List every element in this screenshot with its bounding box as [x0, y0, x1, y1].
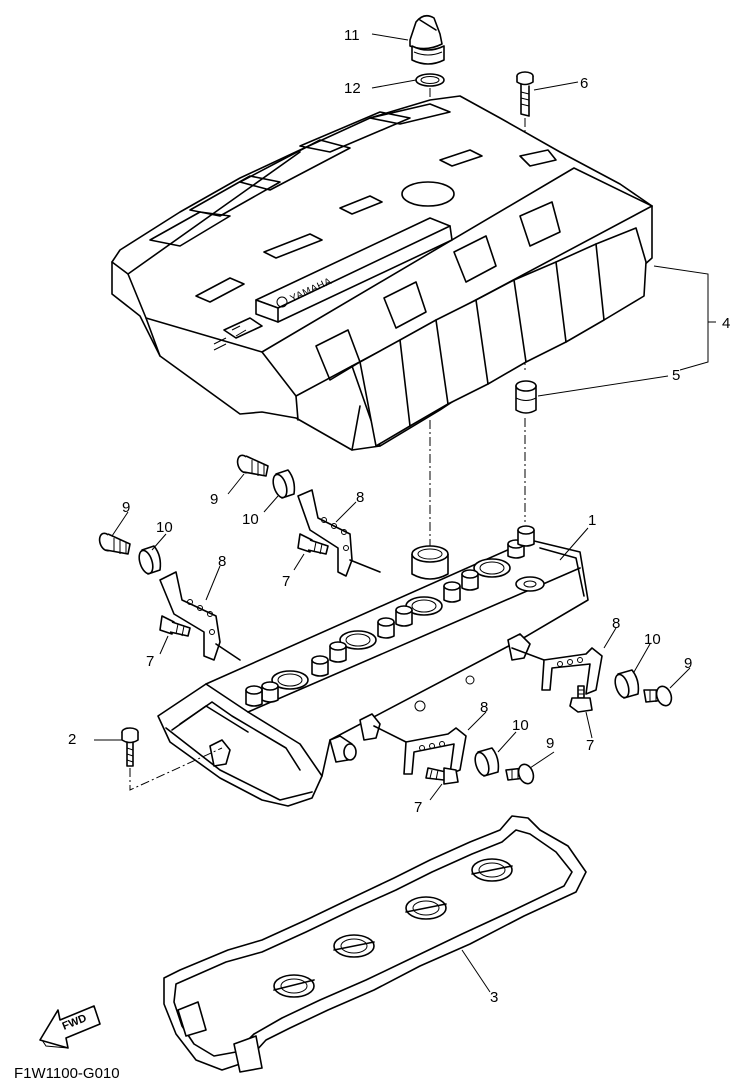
cable-bracket[interactable]: [511, 647, 603, 695]
callout-1: 1: [588, 512, 596, 529]
cover-grommet[interactable]: [515, 380, 537, 414]
callout-9: 9: [546, 735, 554, 752]
cable-bracket[interactable]: [297, 489, 381, 577]
leader-lines: [94, 33, 716, 993]
callout-8: 8: [356, 489, 364, 506]
callout-9: 9: [684, 655, 692, 672]
bolt[interactable]: [643, 684, 674, 708]
bolt[interactable]: [97, 531, 131, 555]
cable-bracket[interactable]: [373, 725, 467, 775]
callout-7: 7: [282, 573, 290, 590]
bolt[interactable]: [505, 762, 536, 786]
bolt[interactable]: [235, 453, 269, 477]
callout-4: 4: [722, 315, 730, 332]
callout-7: 7: [586, 737, 594, 754]
collar[interactable]: [473, 747, 500, 777]
cable-bracket[interactable]: [159, 571, 241, 661]
diagram-code: F1W1100-G010: [14, 1065, 120, 1082]
collar[interactable]: [137, 545, 162, 575]
callout-10: 10: [242, 511, 259, 528]
cover-gasket[interactable]: [163, 815, 587, 1073]
o-ring[interactable]: [415, 73, 445, 87]
callout-7: 7: [146, 653, 154, 670]
callout-8: 8: [480, 699, 488, 716]
collar[interactable]: [271, 469, 296, 499]
cover-bolt[interactable]: [516, 71, 534, 117]
bolt[interactable]: [297, 533, 329, 555]
bolt[interactable]: [159, 615, 191, 637]
callout-7: 7: [414, 799, 422, 816]
bolt[interactable]: [121, 727, 139, 767]
callout-8: 8: [612, 615, 620, 632]
callout-10: 10: [512, 717, 529, 734]
callout-9: 9: [122, 499, 130, 516]
engine-cover[interactable]: YAMAHA: [111, 95, 653, 451]
bolt[interactable]: [569, 685, 593, 713]
callout-10: 10: [644, 631, 661, 648]
bolt[interactable]: [425, 767, 459, 785]
callout-8: 8: [218, 553, 226, 570]
callout-3: 3: [490, 989, 498, 1006]
callout-9: 9: [210, 491, 218, 508]
cylinder-head-cover[interactable]: [157, 525, 589, 807]
oil-filler-cap[interactable]: [409, 14, 445, 65]
plug-seal: [271, 558, 511, 690]
callout-6: 6: [580, 75, 588, 92]
collar[interactable]: [613, 669, 640, 699]
callout-12: 12: [344, 80, 361, 97]
callout-10: 10: [156, 519, 173, 536]
callout-11: 11: [344, 27, 360, 44]
callout-2: 2: [68, 731, 76, 748]
center-line: [129, 747, 223, 791]
forward-arrow-icon: FWD: [39, 1005, 101, 1049]
callout-5: 5: [672, 367, 680, 384]
